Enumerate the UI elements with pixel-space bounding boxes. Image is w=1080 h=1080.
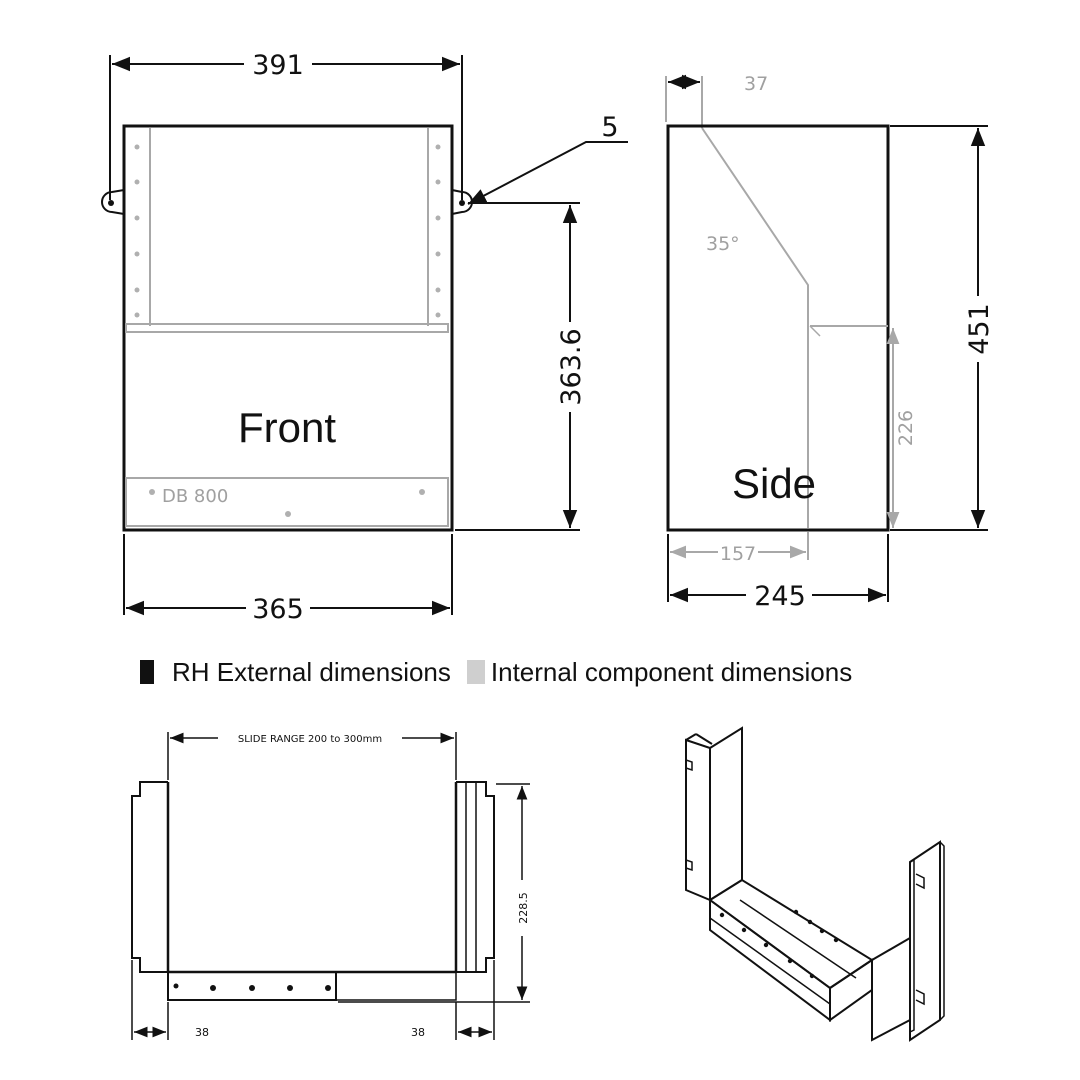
left-hinge xyxy=(101,189,125,215)
side-view: 37 35° 226 157 245 451 Side xyxy=(665,73,995,612)
bracket-left-rail xyxy=(131,781,168,973)
side-internal-height-label: 226 xyxy=(895,410,917,446)
front-height-label: 363.6 xyxy=(556,328,587,405)
side-angle-label: 35° xyxy=(706,233,740,255)
bracket-right-offset-label: 38 xyxy=(411,1026,425,1039)
legend-internal-label: Internal component dimensions xyxy=(490,656,853,687)
front-overall-width-label: 391 xyxy=(252,50,304,81)
front-rail-holes xyxy=(134,144,441,517)
front-body-outline xyxy=(122,124,454,532)
side-view-label: Side xyxy=(732,460,816,507)
bracket-left-offset-label: 38 xyxy=(195,1026,209,1039)
side-height-label: 451 xyxy=(964,303,995,355)
front-shelf xyxy=(125,323,449,333)
front-body-width-label: 365 xyxy=(252,594,304,625)
bracket-right-rail xyxy=(456,781,495,973)
internal-swatch xyxy=(466,660,485,684)
hinge-callout-label: 5 xyxy=(601,112,618,143)
side-top-offset-label: 37 xyxy=(744,73,768,95)
side-internal-profile xyxy=(701,127,809,528)
front-view: 391 DB 800 5 363.6 xyxy=(101,50,628,625)
side-depth-label: 245 xyxy=(754,581,806,612)
bracket-height-label: 228.5 xyxy=(517,892,530,924)
front-view-label: Front xyxy=(238,404,336,451)
front-model-label: DB 800 xyxy=(162,486,228,507)
bracket-isometric-view xyxy=(685,726,945,1042)
legend-external-label: RH External dimensions xyxy=(172,656,451,687)
bracket-base-holes xyxy=(173,983,331,991)
external-swatch xyxy=(140,660,154,684)
bracket-plan-view: SLIDE RANGE 200 to 300mm 228.5 38 38 xyxy=(131,732,530,1040)
slide-range-label: SLIDE RANGE 200 to 300mm xyxy=(238,734,382,745)
legend: RH External dimensions Internal componen… xyxy=(140,655,852,689)
front-bottom-panel xyxy=(125,477,449,527)
side-internal-depth-label: 157 xyxy=(720,543,756,565)
